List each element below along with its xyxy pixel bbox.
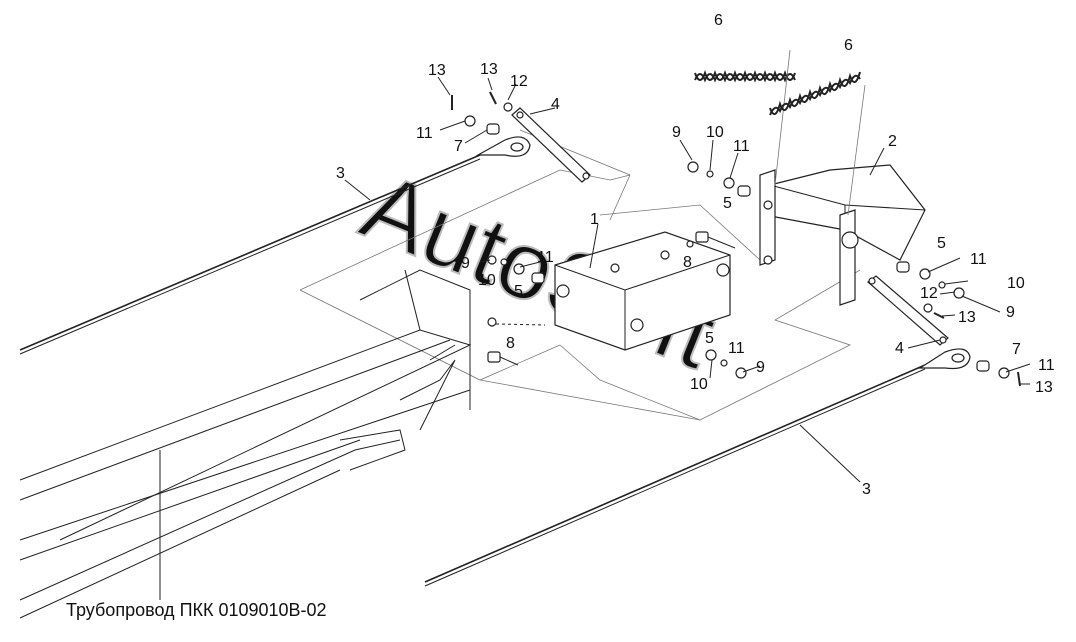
- pipe-3-lower: [424, 364, 926, 587]
- callout-1: 1: [590, 211, 599, 228]
- callout-2: 2: [888, 133, 897, 150]
- callout-11: 11: [1038, 357, 1055, 374]
- callout-4: 4: [895, 340, 904, 357]
- part-2-bracket: [759, 164, 926, 306]
- part-1-box: [554, 231, 731, 351]
- callout-13: 13: [428, 62, 446, 79]
- part-eyelet-lower: [917, 348, 971, 370]
- callout-11: 11: [416, 125, 433, 142]
- callout-10: 10: [690, 376, 708, 393]
- part-6-spring-lower: [769, 71, 866, 216]
- callout-10: 10: [1007, 275, 1025, 292]
- callout-11: 11: [970, 251, 987, 268]
- callout-13: 13: [1035, 379, 1053, 396]
- callout-5: 5: [514, 283, 523, 300]
- callout-5: 5: [723, 195, 732, 212]
- callout-6: 6: [714, 12, 723, 29]
- pipe-3-upper: [19, 154, 481, 355]
- part-eyelet-upper: [475, 136, 531, 157]
- part-4-lever-upper: [511, 107, 591, 183]
- callout-10: 10: [706, 124, 724, 141]
- callout-11: 11: [537, 249, 554, 266]
- callout-7: 7: [1012, 341, 1021, 358]
- callout-8: 8: [506, 335, 515, 352]
- part-6-spring-upper: [694, 49, 796, 186]
- callout-5: 5: [705, 330, 714, 347]
- hardware: [451, 91, 1021, 387]
- callout-5: 5: [937, 235, 946, 252]
- callout-13: 13: [480, 61, 498, 78]
- callout-11: 11: [728, 340, 745, 357]
- callout-13: 13: [958, 309, 976, 326]
- part-4-lever-lower: [867, 275, 949, 346]
- callout-11: 11: [733, 138, 750, 155]
- callout-3: 3: [336, 165, 345, 182]
- callout-6: 6: [844, 37, 853, 54]
- callout-leaders: [344, 76, 1031, 483]
- callout-7: 7: [454, 138, 463, 155]
- callout-3: 3: [862, 481, 871, 498]
- callout-12: 12: [920, 285, 938, 302]
- frame-beams: [19, 269, 472, 619]
- callout-9: 9: [1006, 304, 1015, 321]
- callout-9: 9: [756, 359, 765, 376]
- callout-4: 4: [551, 96, 560, 113]
- diagram-caption: Трубопровод ПКК 0109010В-02: [66, 600, 327, 620]
- callout-8: 8: [683, 254, 692, 271]
- callout-labels: 13 13 12 4 11 7 3 6 6 2 9 10 11 5 1 8 9 …: [336, 12, 1055, 498]
- callout-9: 9: [461, 255, 470, 272]
- callout-10: 10: [478, 272, 496, 289]
- callout-12: 12: [510, 73, 528, 90]
- callout-9: 9: [672, 124, 681, 141]
